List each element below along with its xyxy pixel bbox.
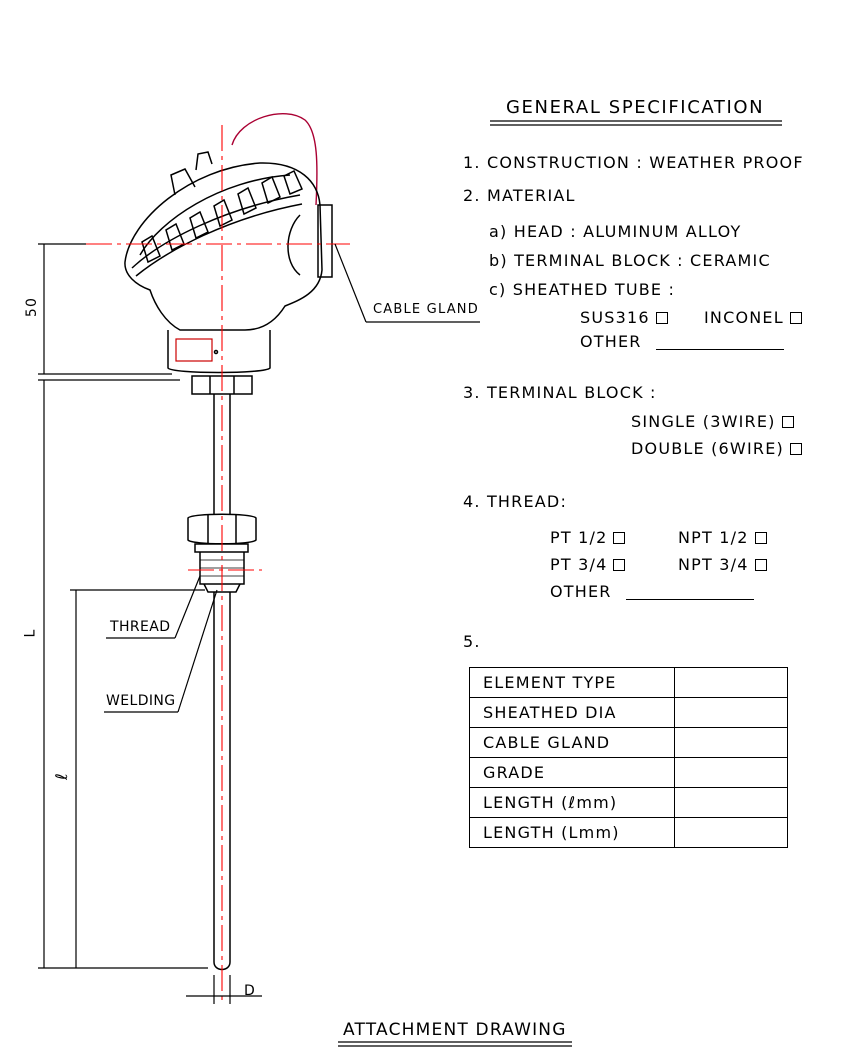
table-row: ELEMENT TYPE [469,667,788,698]
table-row: LENGTH (ℓmm) [469,787,788,818]
spec-item-head: a) HEAD : ALUMINUM ALLOY [489,222,742,241]
spec-item-terminal-block: 3. TERMINAL BLOCK : [463,383,657,402]
table-row: SHEATHED DIA [469,697,788,728]
option-sus316-label: SUS316 [580,308,650,327]
table-value-length-l-large[interactable] [674,817,788,848]
option-pt12-label: PT 1/2 [550,528,608,547]
checkbox-npt34[interactable] [754,558,767,571]
table-label-grade: GRADE [469,757,675,788]
option-other-tube-label: OTHER [580,332,642,351]
dimension-lines [38,243,480,1004]
option-inconel[interactable]: INCONEL [704,310,802,326]
callout-thread: THREAD [110,619,171,635]
option-npt12-label: NPT 1/2 [678,528,749,547]
option-other-tube[interactable]: OTHER [580,334,784,350]
dim-total-length: L [22,628,39,638]
callout-welding: WELDING [106,693,176,709]
spec-item-thread: 4. THREAD: [463,492,568,511]
option-pt12[interactable]: PT 1/2 [550,528,626,547]
footer-title: ATTACHMENT DRAWING [343,1020,567,1040]
spec-item-sheathed-tube: c) SHEATHED TUBE : [489,280,676,299]
option-pt34[interactable]: PT 3/4 [550,555,626,574]
checkbox-double[interactable] [789,442,802,455]
dim-head-height: 50 [24,296,41,318]
spec-item-5: 5. [463,632,481,651]
checkbox-pt12[interactable] [613,531,626,544]
option-sus316[interactable]: SUS316 [580,310,668,326]
spec-table: ELEMENT TYPE SHEATHED DIA CABLE GLAND GR… [469,667,788,848]
checkbox-single[interactable] [781,415,794,428]
table-value-cable-gland[interactable] [674,727,788,758]
checkbox-inconel[interactable] [789,311,802,324]
page-title: GENERAL SPECIFICATION [506,97,765,118]
table-value-sheathed-dia[interactable] [674,697,788,728]
spec-item-material: 2. MATERIAL [463,186,576,205]
dim-diameter: D [244,983,256,999]
centerlines [86,125,350,1000]
checkbox-pt34[interactable] [613,558,626,571]
option-inconel-label: INCONEL [704,308,784,327]
table-value-grade[interactable] [674,757,788,788]
table-label-cable-gland: CABLE GLAND [469,727,675,758]
spec-item-construction: 1. CONSTRUCTION : WEATHER PROOF [463,153,804,172]
option-other-thread[interactable]: OTHER [550,584,754,600]
wire-loop [231,112,318,206]
option-other-thread-label: OTHER [550,582,612,601]
option-single-label: SINGLE (3WIRE) [631,412,776,431]
option-double-label: DOUBLE (6WIRE) [631,439,784,458]
sheath-upper [213,394,231,514]
dim-insert-length: ℓ [51,772,71,780]
checkbox-npt12[interactable] [754,531,767,544]
blank-other-tube[interactable] [655,335,784,350]
checkbox-sus316[interactable] [655,311,668,324]
head-neck [167,330,271,395]
option-double[interactable]: DOUBLE (6WIRE) [631,441,802,457]
option-npt34-label: NPT 3/4 [678,555,749,574]
table-value-length-l-small[interactable] [674,787,788,818]
table-label-length-l-small: LENGTH (ℓmm) [469,787,675,818]
table-label-element-type: ELEMENT TYPE [469,667,675,698]
table-row: CABLE GLAND [469,727,788,758]
spec-item-terminal-block-material: b) TERMINAL BLOCK : CERAMIC [489,251,771,270]
option-npt12[interactable]: NPT 1/2 [678,530,767,546]
option-npt34[interactable]: NPT 3/4 [678,557,767,573]
blank-other-thread[interactable] [625,585,754,600]
head-housing [124,151,333,331]
table-label-length-l-large: LENGTH (Lmm) [469,817,675,848]
title-underlines [338,120,782,1047]
option-pt34-label: PT 3/4 [550,555,608,574]
table-row: LENGTH (Lmm) [469,817,788,848]
callout-cable-gland: CABLE GLAND [373,302,479,317]
table-value-element-type[interactable] [674,667,788,698]
table-row: GRADE [469,757,788,788]
option-single[interactable]: SINGLE (3WIRE) [631,414,794,430]
table-label-sheathed-dia: SHEATHED DIA [469,697,675,728]
